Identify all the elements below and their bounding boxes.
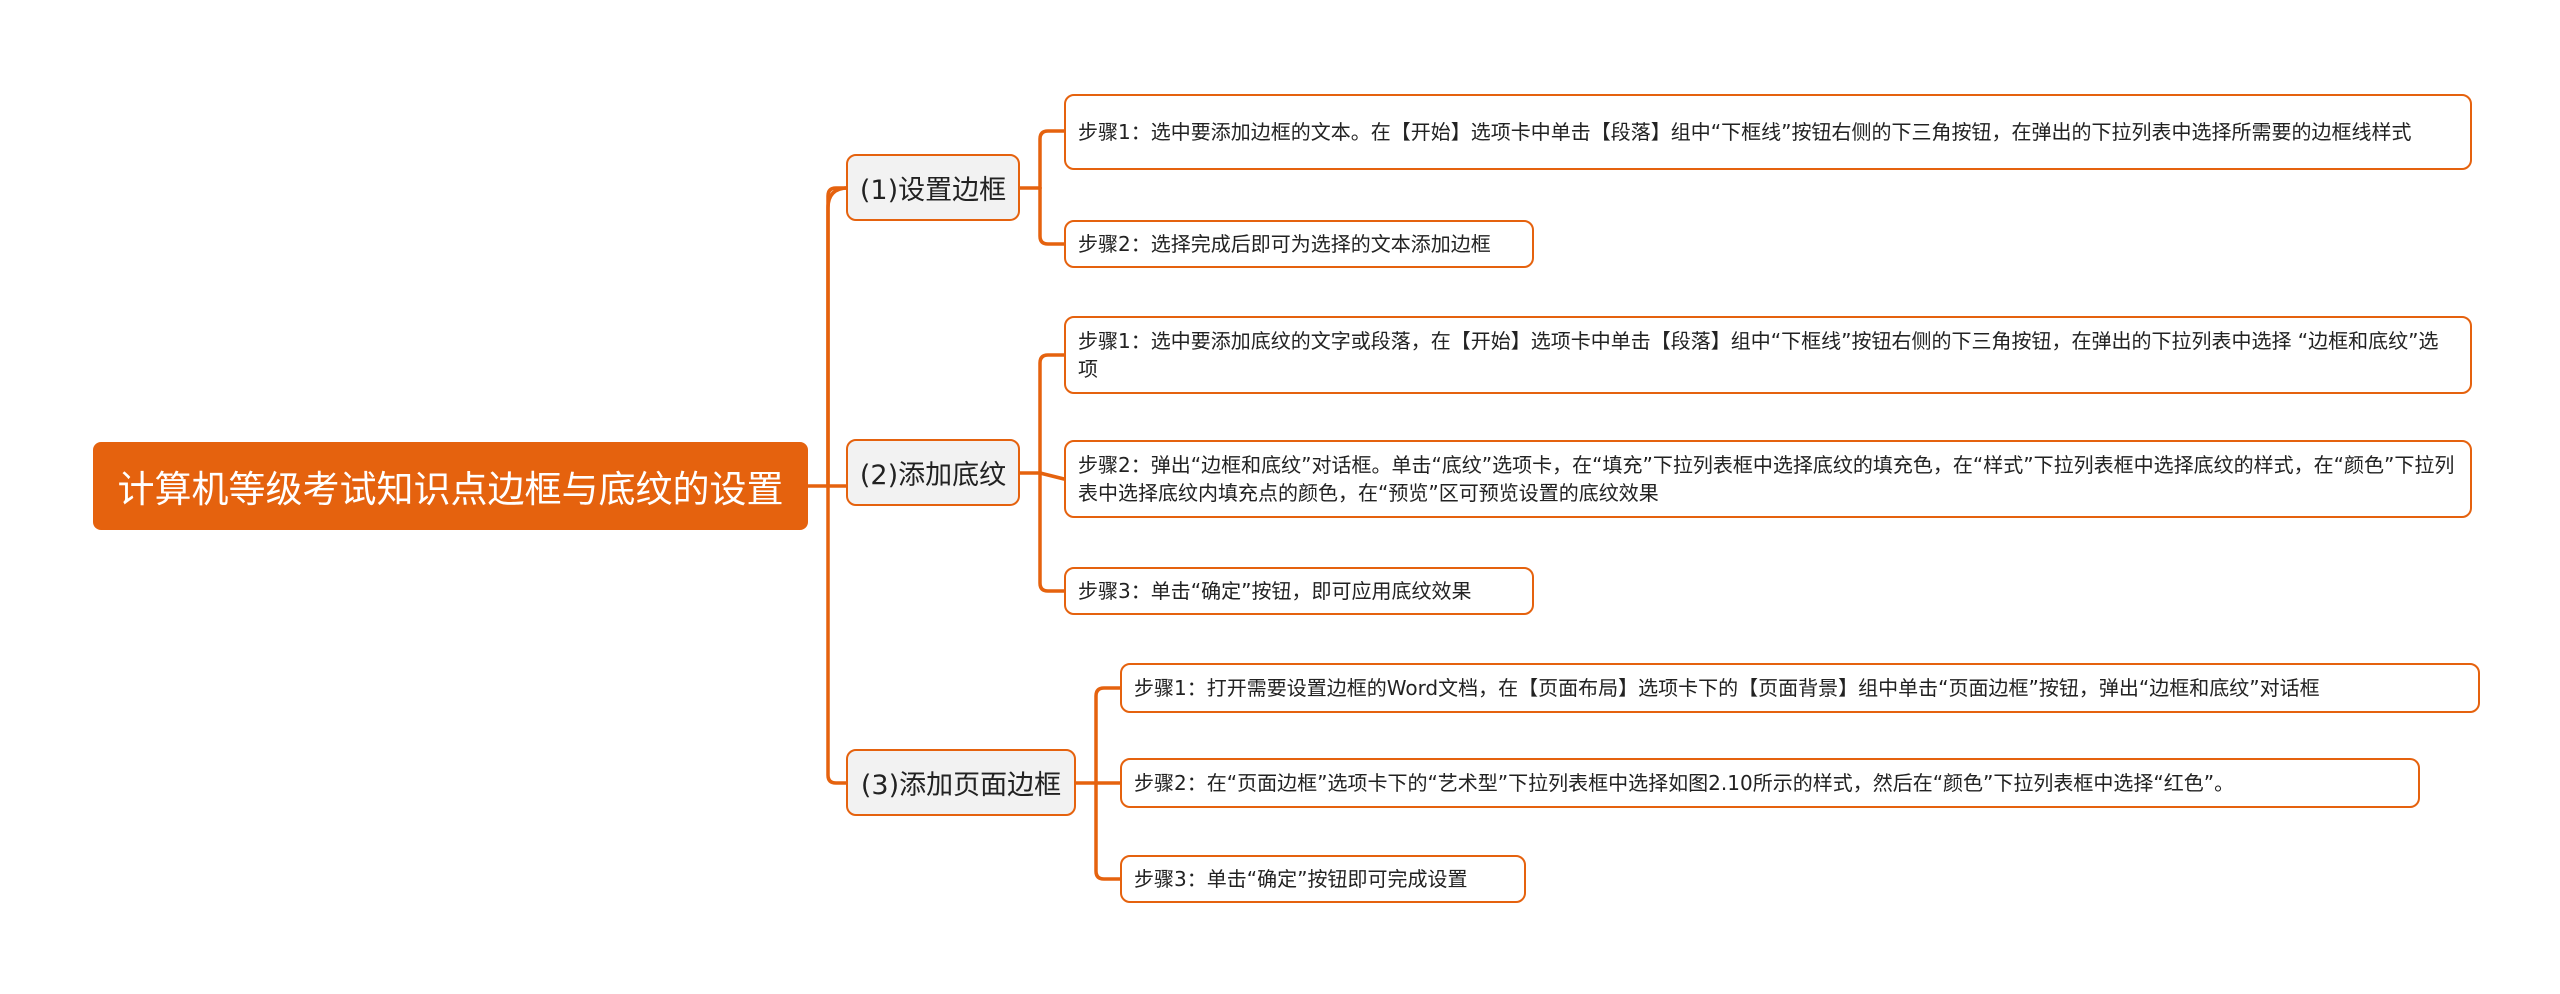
leaf-text: 步骤1：打开需要设置边框的Word文档，在【页面布局】选项卡下的【页面背景】组中…	[1134, 676, 2320, 700]
branch-add-shading[interactable]: (2)添加底纹	[846, 439, 1020, 506]
branch-label: (1)设置边框	[859, 175, 1007, 206]
leaf-text: 步骤1：选中要添加底纹的文字或段落，在【开始】选项卡中单击【段落】组中“下框线”…	[1078, 329, 2439, 381]
leaf-page-border-step-1[interactable]: 步骤1：打开需要设置边框的Word文档，在【页面布局】选项卡下的【页面背景】组中…	[1120, 663, 2480, 713]
leaf-shading-step-2[interactable]: 步骤2：弹出“边框和底纹”对话框。单击“底纹”选项卡，在“填充”下拉列表框中选择…	[1064, 440, 2472, 518]
leaf-page-border-step-2[interactable]: 步骤2：在“页面边框”选项卡下的“艺术型”下拉列表框中选择如图2.10所示的样式…	[1120, 758, 2420, 808]
branch-label: (3)添加页面边框	[860, 770, 1062, 801]
leaf-text: 步骤2：选择完成后即可为选择的文本添加边框	[1078, 232, 1491, 256]
branch-label: (2)添加底纹	[859, 460, 1007, 491]
leaf-page-border-step-3[interactable]: 步骤3：单击“确定”按钮即可完成设置	[1120, 855, 1526, 903]
leaf-border-step-1[interactable]: 步骤1：选中要添加边框的文本。在【开始】选项卡中单击【段落】组中“下框线”按钮右…	[1064, 94, 2472, 170]
leaf-border-step-2[interactable]: 步骤2：选择完成后即可为选择的文本添加边框	[1064, 220, 1534, 268]
leaf-text: 步骤2：弹出“边框和底纹”对话框。单击“底纹”选项卡，在“填充”下拉列表框中选择…	[1078, 453, 2455, 505]
branch-set-border[interactable]: (1)设置边框	[846, 154, 1020, 221]
leaf-text: 步骤3：单击“确定”按钮即可完成设置	[1134, 867, 1468, 891]
leaf-text: 步骤1：选中要添加边框的文本。在【开始】选项卡中单击【段落】组中“下框线”按钮右…	[1078, 120, 2412, 144]
leaf-shading-step-1[interactable]: 步骤1：选中要添加底纹的文字或段落，在【开始】选项卡中单击【段落】组中“下框线”…	[1064, 316, 2472, 394]
central-topic[interactable]: 计算机等级考试知识点边框与底纹的设置	[93, 442, 808, 530]
branch-add-page-border[interactable]: (3)添加页面边框	[846, 749, 1076, 816]
leaf-text: 步骤3：单击“确定”按钮，即可应用底纹效果	[1078, 579, 1472, 603]
leaf-text: 步骤2：在“页面边框”选项卡下的“艺术型”下拉列表框中选择如图2.10所示的样式…	[1134, 771, 2235, 795]
central-topic-label: 计算机等级考试知识点边框与底纹的设置	[117, 468, 784, 511]
leaf-shading-step-3[interactable]: 步骤3：单击“确定”按钮，即可应用底纹效果	[1064, 567, 1534, 615]
